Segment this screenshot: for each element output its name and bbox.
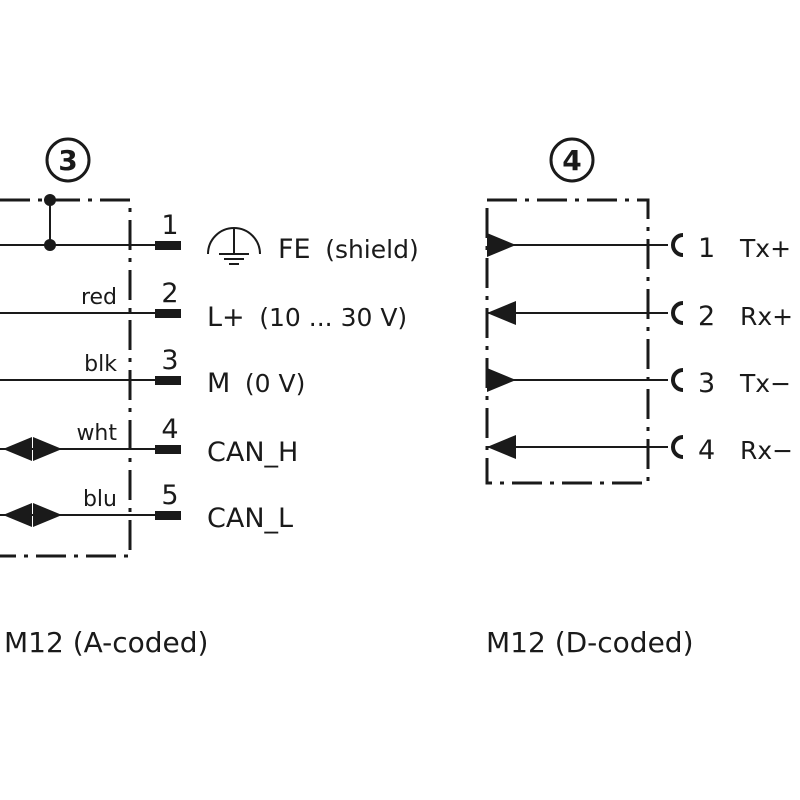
signal-name: Rx− [740, 436, 793, 465]
wire-color-label: blk [84, 352, 117, 377]
signal-name: L+ (10 ... 30 V) [207, 302, 407, 333]
arrow-left-icon [487, 435, 516, 459]
socket-contact-icon [671, 233, 684, 257]
left-pin-4: wht 4 CAN_H [0, 414, 298, 468]
signal-name: M (0 V) [207, 368, 305, 399]
signal-name: FE (shield) [278, 234, 419, 265]
right-marker-number: 4 [562, 144, 581, 177]
wire-color-label: wht [76, 421, 117, 446]
bidirectional-arrow-icon [3, 503, 62, 527]
pin-number: 3 [161, 345, 178, 376]
socket-contact-icon [671, 435, 684, 459]
signal-name: Rx+ [740, 302, 793, 331]
signal-name: Tx− [739, 369, 791, 398]
pin-number: 2 [161, 278, 178, 309]
right-connector-marker: 4 [549, 137, 595, 183]
junction-dot [44, 194, 56, 206]
socket-contact-icon [671, 301, 684, 325]
arrow-right-icon [487, 233, 516, 257]
left-pin-3: blk 3 M (0 V) [0, 345, 305, 399]
pin-terminal [155, 511, 181, 520]
pin-number: 1 [161, 210, 178, 241]
right-connector: 4 1 Tx+ 2 Rx+ 3 Tx− [485, 137, 793, 659]
wire-color-label: red [81, 285, 117, 310]
junction-dot [44, 239, 56, 251]
left-pin-2: red 2 L+ (10 ... 30 V) [0, 278, 407, 333]
signal-name: CAN_H [207, 437, 298, 468]
left-connector: 3 1 FE (shield) [0, 137, 419, 659]
ground-symbol-icon [207, 227, 261, 265]
pin-number: 4 [698, 435, 715, 466]
right-connector-caption: M12 (D-coded) [486, 626, 694, 659]
left-connector-caption: M12 (A-coded) [4, 626, 208, 659]
right-pin-2: 2 Rx+ [487, 301, 793, 332]
pin-terminal [155, 445, 181, 454]
signal-name: CAN_L [207, 503, 293, 534]
pin-number: 5 [161, 480, 178, 511]
wire-color-label: blu [83, 487, 117, 512]
left-connector-marker: 3 [45, 137, 91, 183]
signal-name: Tx+ [739, 234, 791, 263]
right-housing-outline [485, 198, 650, 485]
left-housing-outline [0, 198, 132, 558]
pin-terminal [155, 309, 181, 318]
arrow-left-icon [487, 301, 516, 325]
pin-number: 4 [161, 414, 178, 445]
pin-terminal [155, 241, 181, 250]
pin-number: 3 [698, 368, 715, 399]
right-pin-1: 1 Tx+ [487, 233, 791, 264]
right-pin-3: 3 Tx− [487, 368, 791, 399]
pin-number: 2 [698, 301, 715, 332]
right-pin-4: 4 Rx− [487, 435, 793, 466]
pin-number: 1 [698, 233, 715, 264]
bidirectional-arrow-icon [3, 437, 62, 461]
left-pin-1: 1 FE (shield) [0, 194, 419, 265]
socket-contact-icon [671, 368, 684, 392]
left-marker-number: 3 [58, 144, 77, 177]
arrow-right-icon [487, 368, 516, 392]
left-pin-5: blu 5 CAN_L [0, 480, 293, 534]
pin-terminal [155, 376, 181, 385]
